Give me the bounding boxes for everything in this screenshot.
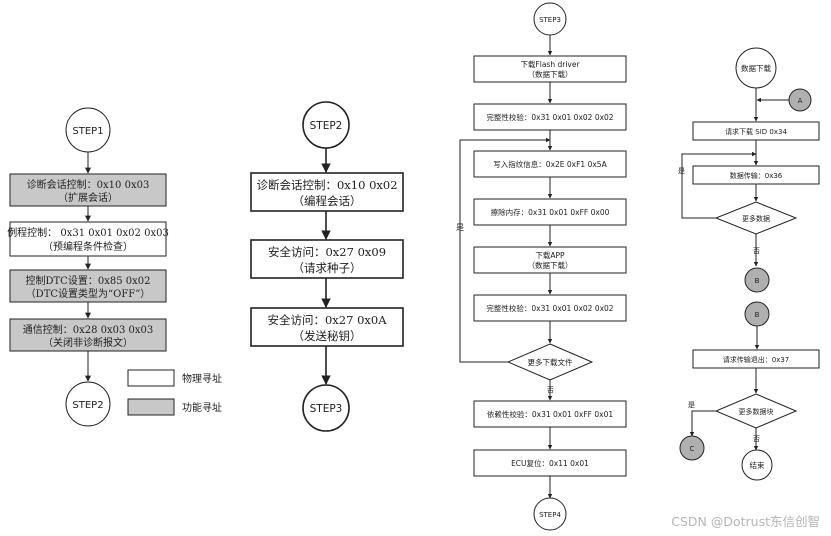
step3-box-integrity-1 [473,103,627,131]
step1-box-1 [9,173,167,207]
step2-box-2-line2: （请求种子） [293,261,362,275]
step3-start-label: STEP3 [539,16,561,24]
dl-box-transfer-exit-text: 请求传输退出：0x37 [723,355,790,364]
step1-box-3-line1: 控制DTC设置：0x85 0x02 [26,274,151,287]
dl-start-label: 数据下载 [741,63,771,73]
step3-box-download-app-line1: 下载APP [535,250,565,260]
step3-box-flash-driver [473,55,627,83]
dl-connector-b2-label: B [755,311,760,319]
step2-start-label: STEP2 [310,120,343,132]
dl-yes-loop-1 [681,151,757,219]
step3-box-flash-driver-line1: 下载Flash driver [520,59,580,69]
step2-box-1-line2: （编程会话） [293,194,362,208]
flow-step2: STEP2 诊断会话控制：0x10 0x02 （编程会话） 安全访问：0x27 … [250,101,404,432]
step2-box-2-line1: 安全访问：0x27 0x09 [268,245,386,259]
dl-box-transfer-data-text: 数据传输：0x36 [730,171,783,180]
dl-end-label: 结束 [750,460,765,470]
step2-box-3-line1: 安全访问：0x27 0x0A [267,313,387,327]
flow-step3: STEP3 下载Flash driver （数据下载） 完整性校验：0x31 0… [456,2,627,531]
step1-end-label: STEP2 [72,400,103,411]
dl-yes-label-2: 是 [688,401,695,409]
dl-decision-more-blocks-text: 更多数据块 [739,407,774,416]
step3-box-ecu-reset-text: ECU复位：0x11 0x01 [511,458,589,468]
dl-no-label-2: 否 [753,435,760,443]
dl-box-request-download-text: 请求下载 SID 0x34 [725,127,787,136]
step3-end-node [533,497,567,531]
watermark: CSDN @Dotrust东信创智 [671,514,820,529]
step3-box-flash-driver-line2: （数据下载） [528,69,573,79]
legend-physical-label: 物理寻址 [182,372,222,385]
step3-end-label: STEP4 [539,511,561,519]
step3-box-dependency-text: 依赖性校验：0x31 0x01 0xFF 0x01 [487,409,613,419]
step1-box-1-line1: 诊断会话控制：0x10 0x03 [27,178,150,191]
step3-yes-label: 是 [456,223,464,232]
step3-box-integrity-1-text: 完整性校验：0x31 0x01 0x02 0x02 [486,112,613,122]
step1-end-node [65,381,111,427]
dl-connector-b1-label: B [755,277,760,285]
step1-box-3-line2: （DTC设置类型为“OFF”） [26,287,151,300]
dl-connector-a-label: A [798,97,803,105]
step2-box-1-line1: 诊断会话控制：0x10 0x02 [256,178,397,192]
legend: 物理寻址 功能寻址 [127,369,222,416]
dl-connector-c [679,435,705,461]
dl-connector-b1 [744,267,770,293]
dl-decision-more-data-text: 更多数据 [742,214,770,223]
step2-end-node [302,384,350,432]
step1-start-label: STEP1 [72,126,103,137]
step1-box-1-line2: （扩展会话） [58,191,118,204]
step3-decision-more-files-text: 更多下载文件 [528,357,573,367]
step2-box-1 [250,172,404,212]
step3-box-fingerprint-text: 写入指纹信息：0x2E 0xF1 0x5A [493,159,607,169]
dl-yes-path-2 [689,410,716,437]
dl-yes-label-1: 是 [678,167,685,175]
step1-box-4-line1: 通信控制：0x28 0x03 0x03 [23,323,154,336]
legend-physical-swatch [127,369,175,387]
step1-box-4 [9,318,167,352]
step3-no-label: 否 [547,386,554,394]
step3-box-erase-text: 擦除内存：0x31 0x01 0xFF 0x00 [491,207,610,217]
step3-box-dependency [473,400,627,428]
step1-box-2 [9,221,167,257]
step2-box-3 [250,307,404,347]
step1-box-4-line2: （关闭非诊断报文） [43,336,133,349]
dl-connector-c-label: C [690,445,695,453]
step2-end-label: STEP3 [310,403,343,415]
step3-box-ecu-reset [473,449,627,477]
step3-box-integrity-2 [473,294,627,322]
step3-yes-loop [459,137,551,363]
dl-end-node [741,449,773,481]
step3-box-integrity-2-text: 完整性校验：0x31 0x01 0x02 0x02 [486,303,613,313]
step3-box-download-app-line2: （数据下载） [528,260,573,270]
step1-box-3 [9,269,167,303]
dl-no-label-1: 否 [753,247,760,255]
flow-step1: STEP1 诊断会话控制：0x10 0x03 （扩展会话） 例程控制： 0x31… [7,107,169,427]
step2-box-3-line2: （发送秘钥） [293,329,362,343]
legend-functional-swatch [127,398,175,416]
flow-data-download: 数据下载 A 请求下载 SID 0x34 数据传输：0x36 更多数据 是 否 … [678,47,820,481]
step2-box-2 [250,239,404,279]
step1-box-2-line2: （预编程条件检查） [43,240,133,253]
legend-functional-label: 功能寻址 [182,401,222,414]
step3-box-erase [473,198,627,226]
step1-box-2-line1: 例程控制： 0x31 0x01 0x02 0x03 [7,226,169,239]
